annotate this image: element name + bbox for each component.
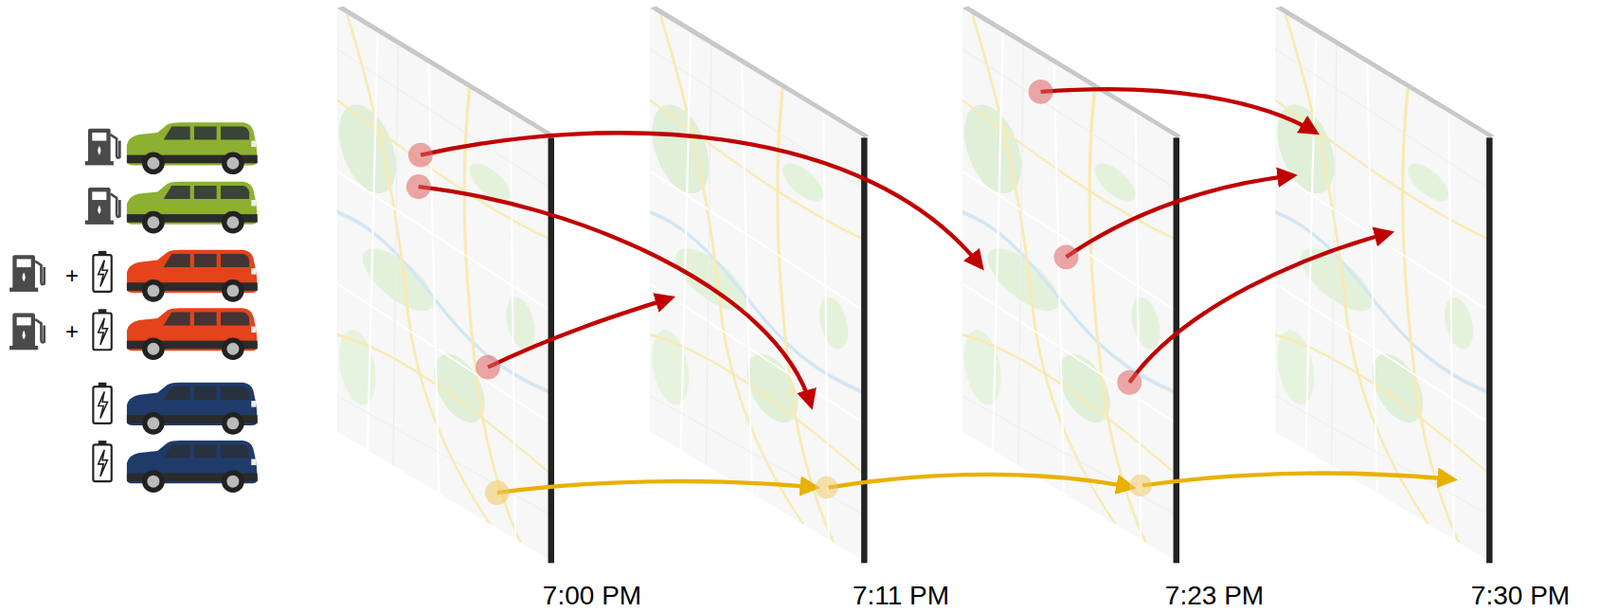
trip-dots — [406, 79, 1152, 505]
plus-sign: + — [65, 320, 79, 343]
map-panels — [337, 5, 1495, 563]
trip-arrows — [418, 89, 1455, 493]
time-label: 7:30 PM — [1471, 582, 1570, 610]
time-label: 7:11 PM — [852, 582, 950, 610]
time-label: 7:23 PM — [1165, 582, 1264, 610]
time-label: 7:00 PM — [542, 582, 642, 610]
vehicle-fleet — [9, 122, 258, 493]
plus-sign: + — [65, 264, 79, 288]
